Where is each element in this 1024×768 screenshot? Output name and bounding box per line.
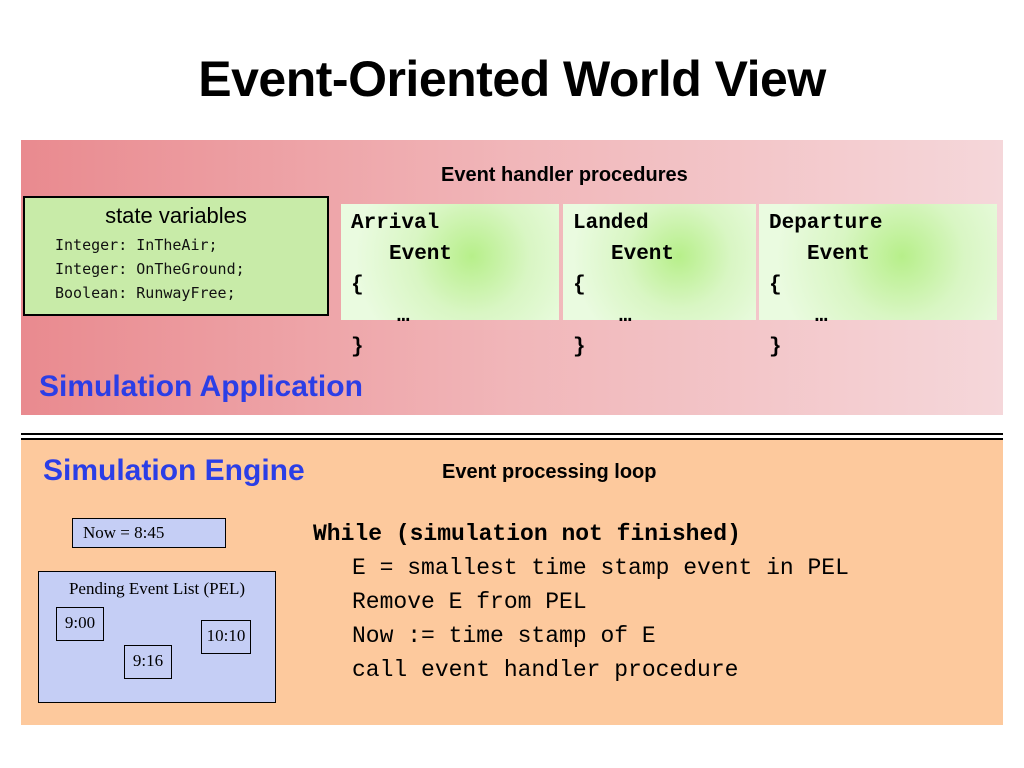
event-processing-loop-heading: Event processing loop [442,461,657,483]
simulation-engine-panel: Simulation Engine Event processing loop … [21,440,1003,725]
pel-title: Pending Event List (PEL) [68,579,246,598]
pel-event-item: 9:00 [56,607,104,641]
handler-event-label: Event [389,243,453,266]
pel-event-item: 9:16 [124,645,172,679]
pel-event-item: 10:10 [201,620,251,654]
state-variables-title: state variables [105,203,247,228]
layer-divider [21,438,1003,440]
simulation-application-label: Simulation Application [39,370,363,403]
handler-close-brace: } [351,336,364,359]
handler-name: Landed [573,212,649,235]
handler-open-brace: { [769,274,782,297]
loop-code-line: E = smallest time stamp event in PEL [352,555,849,581]
landed-handler-box [563,204,756,320]
handler-body-ellipsis: … [619,305,632,328]
handler-event-label: Event [611,243,675,266]
handler-event-label: Event [807,243,871,266]
layer-divider [21,433,1003,435]
handler-open-brace: { [573,274,586,297]
arrival-handler-box [341,204,559,320]
handler-name: Departure [769,212,883,235]
event-handlers-heading: Event handler procedures [441,164,688,186]
handler-name: Arrival [351,212,440,235]
loop-code-line: While (simulation not finished) [313,521,741,547]
loop-code-line: Now := time stamp of E [352,623,656,649]
loop-code-line: Remove E from PEL [352,589,587,615]
pending-event-list-box: Pending Event List (PEL) 9:00 9:16 10:10 [38,571,276,703]
handler-body-ellipsis: … [397,305,410,328]
state-variables-box: state variables Integer: InTheAir; Integ… [23,196,329,316]
loop-code-line: call event handler procedure [352,657,739,683]
handler-close-brace: } [769,336,782,359]
departure-handler-box [759,204,997,320]
simulation-engine-label: Simulation Engine [43,454,305,487]
slide-title: Event-Oriented World View [198,51,826,107]
handler-close-brace: } [573,336,586,359]
current-time-box: Now = 8:45 [72,518,226,548]
simulation-application-panel: Event handler procedures state variables… [21,140,1003,415]
handler-open-brace: { [351,274,364,297]
state-variable-line: Boolean: RunwayFree; [55,284,236,302]
state-variable-line: Integer: InTheAir; [55,236,218,254]
state-variable-line: Integer: OnTheGround; [55,260,245,278]
handler-body-ellipsis: … [815,305,828,328]
